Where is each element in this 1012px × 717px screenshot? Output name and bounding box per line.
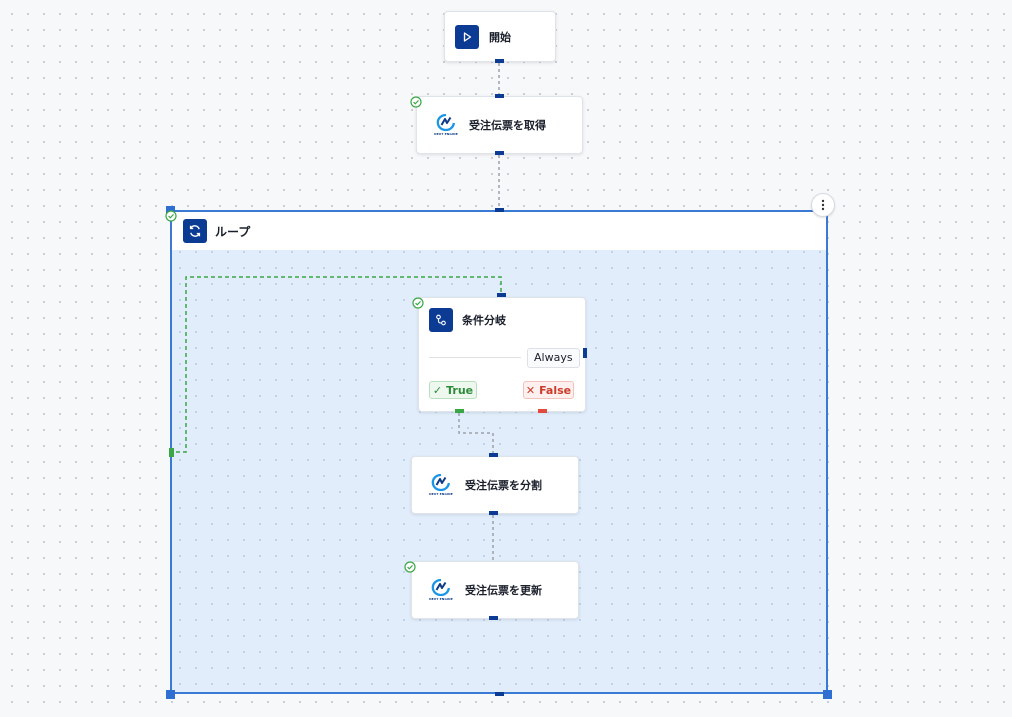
- check-circle-icon: [410, 96, 422, 108]
- condition-true-port[interactable]: [455, 409, 464, 413]
- split-orders-node[interactable]: NEXT ENGINE 受注伝票を分割: [411, 456, 579, 514]
- refresh-icon: [183, 219, 207, 243]
- start-node-title: 開始: [489, 30, 511, 44]
- get-orders-node[interactable]: NEXT ENGINE 受注伝票を取得: [416, 96, 583, 154]
- split-orders-title: 受注伝票を分割: [465, 479, 542, 492]
- resize-handle-bottom-right[interactable]: [823, 690, 832, 699]
- loop-output-port[interactable]: [495, 692, 504, 696]
- condition-input-port[interactable]: [497, 293, 506, 297]
- condition-node[interactable]: 条件分岐 Always ✓ True ✕ False: [418, 297, 586, 412]
- loop-title: ループ: [215, 224, 251, 239]
- divider: [429, 357, 521, 358]
- get-orders-output-port[interactable]: [495, 151, 504, 155]
- loop-header[interactable]: ループ: [172, 212, 826, 250]
- play-icon: [455, 24, 479, 49]
- get-orders-input-port[interactable]: [495, 94, 504, 98]
- update-orders-node[interactable]: NEXT ENGINE 受注伝票を更新: [411, 561, 579, 619]
- split-orders-output-port[interactable]: [489, 511, 498, 515]
- check-circle-icon: [165, 210, 177, 222]
- check-circle-icon: [404, 561, 416, 573]
- next-engine-logo: NEXT ENGINE: [431, 114, 461, 136]
- loop-back-port[interactable]: [169, 448, 174, 457]
- loop-container[interactable]: ループ: [170, 210, 828, 694]
- next-engine-logo: NEXT ENGINE: [426, 579, 456, 601]
- update-orders-title: 受注伝票を更新: [465, 584, 542, 597]
- loop-input-port[interactable]: [495, 208, 504, 212]
- false-branch-button[interactable]: ✕ False: [523, 381, 574, 399]
- check-circle-icon: [412, 297, 424, 309]
- start-node[interactable]: 開始: [444, 11, 556, 62]
- true-branch-button[interactable]: ✓ True: [429, 381, 477, 399]
- condition-false-port[interactable]: [538, 409, 547, 413]
- branch-icon: [429, 308, 453, 332]
- close-icon: ✕: [525, 383, 536, 397]
- update-orders-output-port[interactable]: [489, 616, 498, 620]
- always-branch-label[interactable]: Always: [527, 348, 580, 368]
- resize-handle-bottom-left[interactable]: [166, 690, 175, 699]
- start-output-port[interactable]: [495, 59, 504, 63]
- more-vertical-icon[interactable]: [811, 193, 835, 217]
- split-orders-input-port[interactable]: [489, 453, 498, 457]
- next-engine-logo: NEXT ENGINE: [426, 474, 456, 496]
- condition-title: 条件分岐: [462, 314, 506, 327]
- condition-always-port[interactable]: [583, 348, 587, 358]
- get-orders-title: 受注伝票を取得: [469, 119, 546, 132]
- check-icon: ✓: [432, 383, 443, 397]
